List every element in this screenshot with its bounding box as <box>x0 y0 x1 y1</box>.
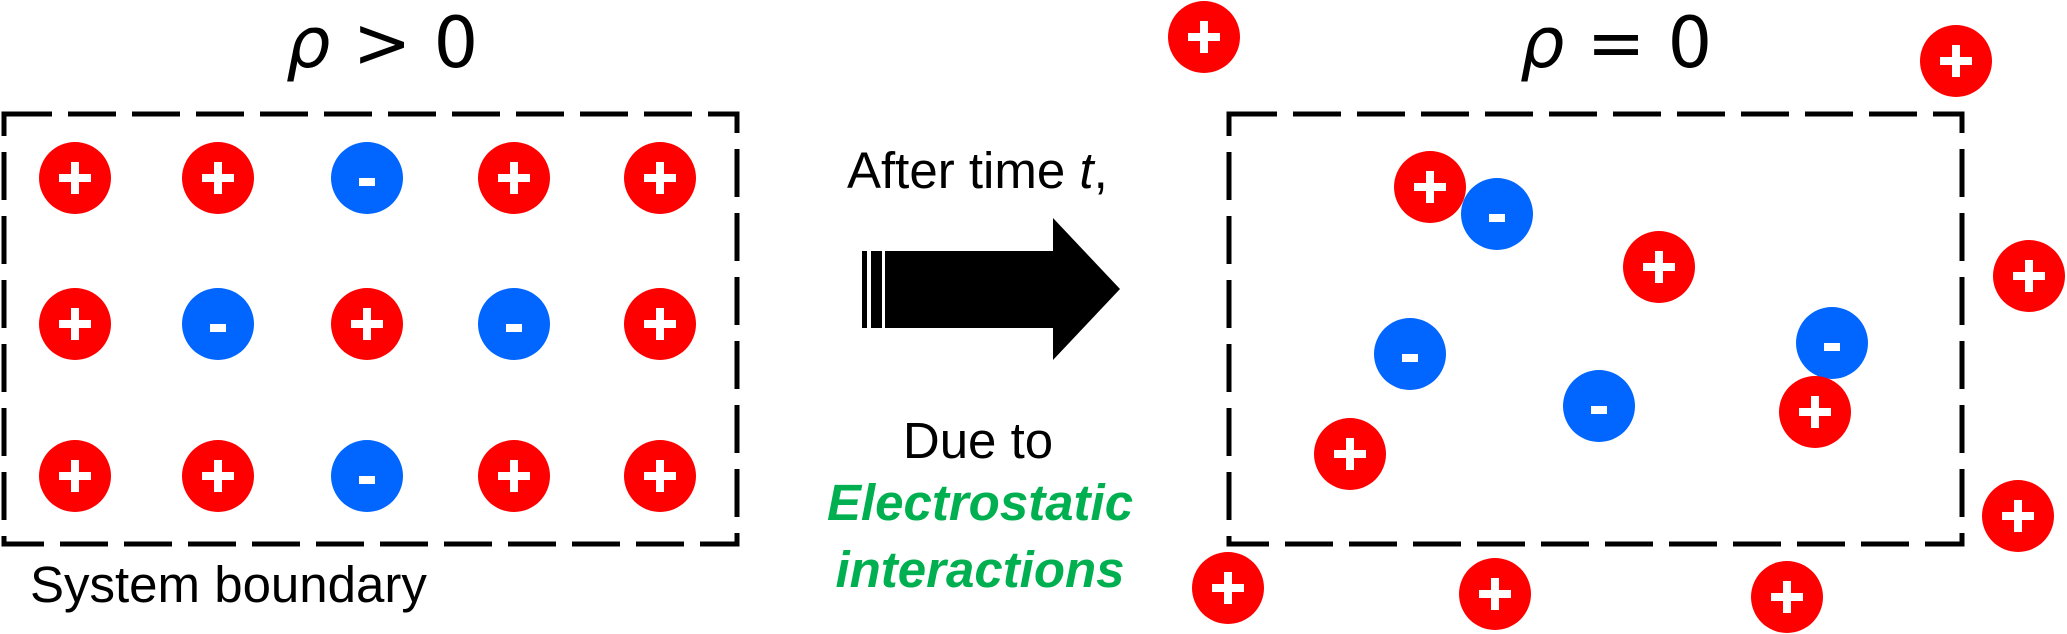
outside-positive-ion <box>1168 1 1240 73</box>
inside-positive-ion <box>1623 231 1695 303</box>
minus-icon <box>1591 406 1607 414</box>
after-time-label: After time t, <box>847 142 1108 199</box>
plus-icon <box>498 162 530 194</box>
left-grid-positive-ion <box>331 288 403 360</box>
left-grid-positive-ion <box>624 440 696 512</box>
outside-positive-ion <box>1920 25 1992 97</box>
inside-positive-ion <box>1394 151 1466 223</box>
inside-negative-ion <box>1461 178 1533 250</box>
left-grid-positive-ion <box>39 440 111 512</box>
left-grid-positive-ion <box>478 440 550 512</box>
left-grid-negative-ion <box>478 288 550 360</box>
left-particles <box>39 142 696 512</box>
outside-positive-ion <box>1192 552 1264 624</box>
inside-positive-ion <box>1779 376 1851 448</box>
transition: After time t, Due to Electrostatic inter… <box>827 142 1133 598</box>
plus-icon <box>2013 260 2045 292</box>
left-title-rho: ρ <box>286 2 330 84</box>
right-title-relation: = 0 <box>1564 2 1712 84</box>
inside-positive-ion <box>1314 418 1386 490</box>
plus-icon <box>351 308 383 340</box>
plus-icon <box>1334 438 1366 470</box>
minus-icon <box>1489 214 1505 222</box>
time-variable: t <box>1079 142 1095 199</box>
plus-icon <box>1212 572 1244 604</box>
left-grid-negative-ion <box>182 288 254 360</box>
left-grid-positive-ion <box>624 142 696 214</box>
outside-positive-ion <box>1751 561 1823 633</box>
left-grid-positive-ion <box>478 142 550 214</box>
inside-negative-ion <box>1563 370 1635 442</box>
after-time-suffix: , <box>1094 142 1108 199</box>
minus-icon <box>1824 343 1840 351</box>
mechanism-line-2: interactions <box>835 541 1124 598</box>
right-panel: ρ = 0 <box>1168 1 2065 633</box>
inside-negative-ion <box>1796 307 1868 379</box>
plus-icon <box>1643 251 1675 283</box>
plus-icon <box>498 460 530 492</box>
minus-icon <box>210 324 226 332</box>
due-to-label: Due to <box>903 412 1053 469</box>
left-grid-positive-ion <box>182 440 254 512</box>
plus-icon <box>1479 578 1511 610</box>
plus-icon <box>1771 581 1803 613</box>
arrow-body <box>885 218 1120 360</box>
arrow-stripe-thick <box>871 251 882 328</box>
minus-icon <box>359 476 375 484</box>
left-grid-negative-ion <box>331 142 403 214</box>
plus-icon <box>644 460 676 492</box>
plus-icon <box>1414 171 1446 203</box>
inside-negative-ion <box>1374 318 1446 390</box>
right-title-rho: ρ <box>1520 2 1564 84</box>
plus-icon <box>59 308 91 340</box>
plus-icon <box>1799 396 1831 428</box>
left-grid-positive-ion <box>624 288 696 360</box>
left-grid-positive-ion <box>39 142 111 214</box>
mechanism-line-1: Electrostatic <box>827 474 1133 531</box>
right-system-boundary <box>1226 111 1965 547</box>
minus-icon <box>506 324 522 332</box>
minus-icon <box>1402 354 1418 362</box>
left-title: ρ > 0 <box>286 2 478 84</box>
plus-icon <box>644 308 676 340</box>
minus-icon <box>359 178 375 186</box>
left-system-boundary <box>1 111 740 547</box>
left-grid-negative-ion <box>331 440 403 512</box>
left-panel: ρ > 0 System boundary <box>1 2 740 613</box>
system-boundary-label: System boundary <box>30 556 427 613</box>
plus-icon <box>644 162 676 194</box>
outside-positive-ion <box>1993 240 2065 312</box>
plus-icon <box>59 460 91 492</box>
outside-positive-ion <box>1982 480 2054 552</box>
right-arrow-icon <box>862 218 1120 360</box>
left-grid-positive-ion <box>39 288 111 360</box>
arrow-stripe-thin <box>862 251 867 328</box>
plus-icon <box>202 162 234 194</box>
left-title-relation: > 0 <box>330 2 478 84</box>
left-grid-positive-ion <box>182 142 254 214</box>
right-particles <box>1168 1 2065 633</box>
plus-icon <box>2002 500 2034 532</box>
right-title: ρ = 0 <box>1520 2 1712 84</box>
plus-icon <box>1188 21 1220 53</box>
plus-icon <box>1940 45 1972 77</box>
plus-icon <box>59 162 91 194</box>
outside-positive-ion <box>1459 558 1531 630</box>
plus-icon <box>202 460 234 492</box>
after-time-text: After time <box>847 142 1079 199</box>
